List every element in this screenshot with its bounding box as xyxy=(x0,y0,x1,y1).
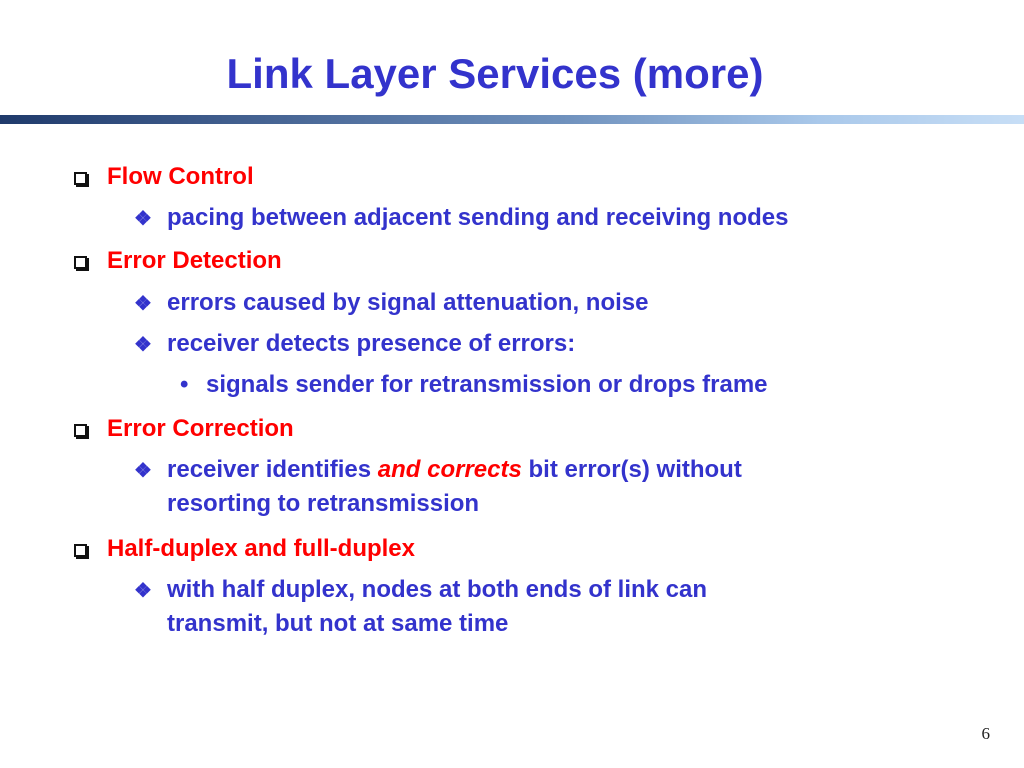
section-heading-text: Flow Control xyxy=(107,163,254,190)
dot-bullet-icon: • xyxy=(180,371,189,398)
hollow-square-bullet-icon xyxy=(74,256,87,269)
page-number: 6 xyxy=(981,724,991,743)
section-heading-text: Error Correction xyxy=(107,415,294,442)
bullet-item: ❖ pacing between adjacent sending and rec… xyxy=(134,201,788,236)
emphasis-text: and corrects xyxy=(377,456,522,483)
title-divider xyxy=(0,115,1024,124)
bullet-item: ❖ receiver identifies and corrects bit er… xyxy=(134,453,742,488)
bullet-item-text-before: receiver identifies xyxy=(167,456,378,483)
diamond-cluster-bullet-icon: ❖ xyxy=(134,334,152,356)
diamond-cluster-bullet-icon: ❖ xyxy=(134,293,152,315)
bullet-item: ❖ with half duplex, nodes at both ends of… xyxy=(134,573,707,608)
bullet-item-continuation: resorting to retransmission xyxy=(167,490,480,517)
diamond-cluster-bullet-icon: ❖ xyxy=(134,208,152,230)
bullet-item-continuation: transmit, but not at same time xyxy=(167,610,509,637)
slide-title: Link Layer Services (more) xyxy=(226,50,764,97)
bullet-item-text-after: bit error(s) without xyxy=(521,456,742,483)
bullet-item-text: errors caused by signal attenuation, noi… xyxy=(167,289,649,316)
bullet-item-text: pacing between adjacent sending and rece… xyxy=(167,204,789,231)
bullet-item: ❖ receiver detects presence of errors: xyxy=(134,327,575,362)
bullet-item-text: with half duplex, nodes at both ends of … xyxy=(167,576,708,603)
section-heading-text: Half-duplex and full-duplex xyxy=(107,535,416,562)
bullet-item-text: receiver detects presence of errors: xyxy=(167,330,576,357)
section-heading-flow-control: Flow Control xyxy=(74,160,254,194)
sub-bullet-item: • signals sender for retransmission or dr… xyxy=(180,368,768,402)
section-heading-half-full-duplex: Half-duplex and full-duplex xyxy=(74,532,415,566)
diamond-cluster-bullet-icon: ❖ xyxy=(134,460,152,482)
hollow-square-bullet-icon xyxy=(74,424,87,437)
diamond-cluster-bullet-icon: ❖ xyxy=(134,580,152,602)
bullet-item: ❖ errors caused by signal attenuation, no… xyxy=(134,286,648,321)
sub-bullet-item-text: signals sender for retransmission or dro… xyxy=(206,371,768,398)
hollow-square-bullet-icon xyxy=(74,544,87,557)
section-heading-error-detection: Error Detection xyxy=(74,244,282,278)
section-heading-text: Error Detection xyxy=(107,247,282,274)
section-heading-error-correction: Error Correction xyxy=(74,412,294,446)
hollow-square-bullet-icon xyxy=(74,172,87,185)
